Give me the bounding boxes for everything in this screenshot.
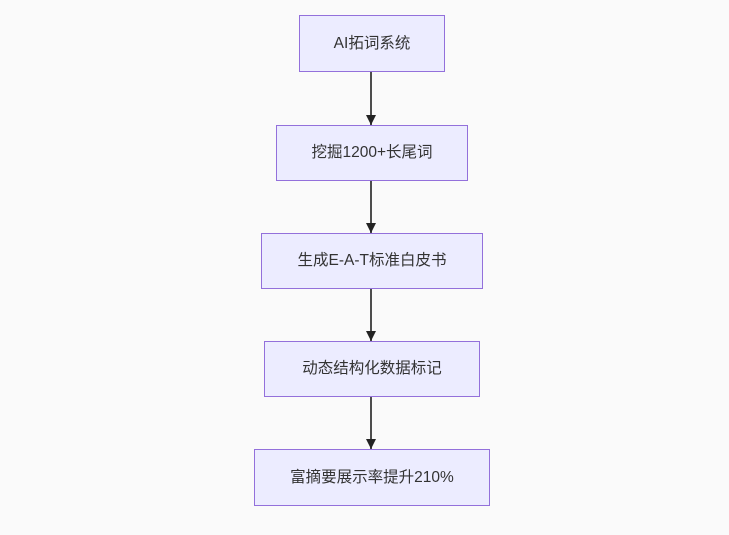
- flow-arrow-3: [370, 289, 372, 341]
- flow-node-eat-whitepaper: 生成E-A-T标准白皮书: [261, 233, 483, 289]
- flow-arrow-4: [370, 397, 372, 449]
- flow-arrow-1: [370, 72, 372, 125]
- flow-node-structured-data-markup: 动态结构化数据标记: [264, 341, 480, 397]
- flow-node-ai-keyword-system: AI拓词系统: [299, 15, 445, 72]
- flow-node-longtail-mining: 挖掘1200+长尾词: [276, 125, 468, 181]
- flow-node-label: 富摘要展示率提升210%: [290, 468, 454, 486]
- flow-node-label: 生成E-A-T标准白皮书: [297, 252, 447, 270]
- flow-node-label: AI拓词系统: [333, 34, 411, 52]
- flow-node-rich-snippet-result: 富摘要展示率提升210%: [254, 449, 490, 506]
- flow-arrow-2: [370, 181, 372, 233]
- flow-node-label: 动态结构化数据标记: [302, 360, 442, 378]
- flow-node-label: 挖掘1200+长尾词: [311, 144, 433, 162]
